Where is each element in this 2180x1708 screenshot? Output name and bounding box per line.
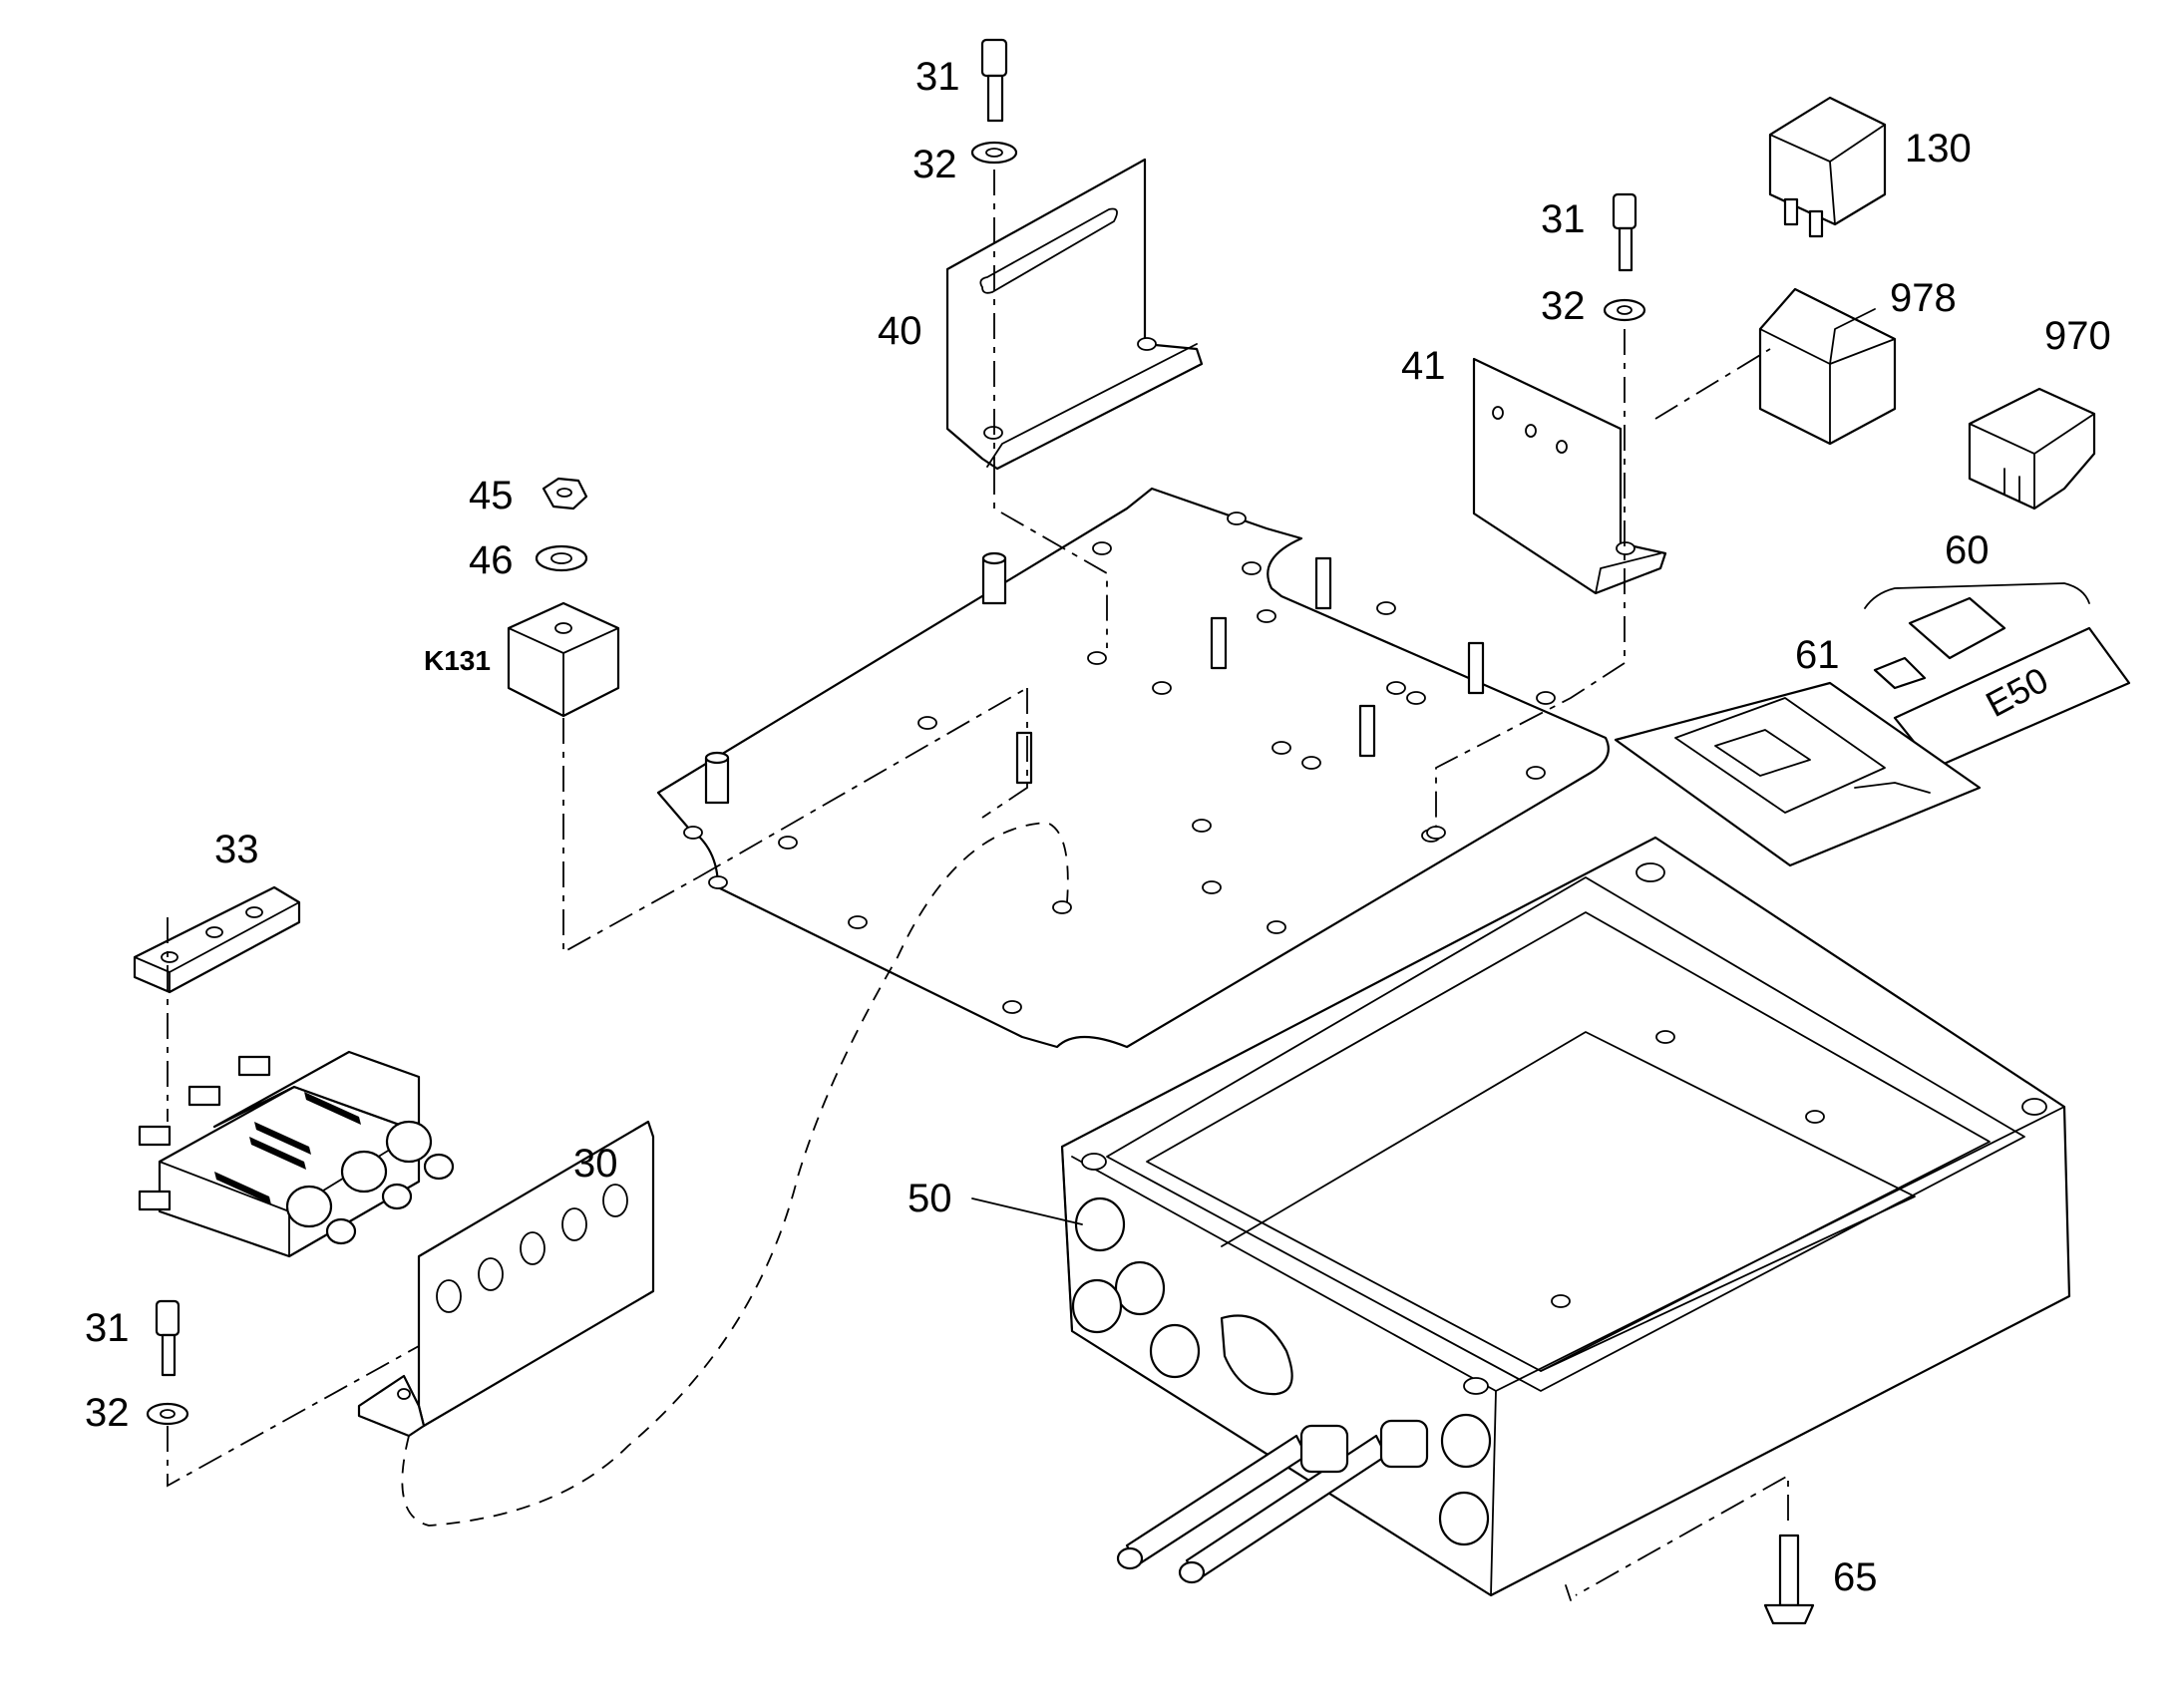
washer-32-right — [1603, 298, 1646, 322]
label-cover-970: 970 — [2044, 314, 2111, 358]
label-clamp-33: 33 — [214, 828, 259, 871]
enclosure-box — [1060, 836, 2071, 1597]
cover-970 — [1968, 387, 2096, 511]
screw-31-right — [1612, 192, 1637, 272]
bracket-40 — [945, 158, 1204, 471]
label-board-61: 61 — [1795, 633, 1840, 677]
board-61 — [1614, 681, 1982, 867]
washer-32-top — [970, 141, 1018, 165]
plate-studs — [704, 551, 1485, 805]
bracket-41 — [1472, 357, 1667, 595]
label-washer-32-top: 32 — [912, 143, 957, 186]
washer-32-left — [146, 1402, 189, 1426]
leader-plug-50 — [971, 1197, 1083, 1225]
label-socket-978: 978 — [1890, 276, 1957, 320]
relay-130 — [1768, 96, 1887, 238]
label-relay-130: 130 — [1905, 127, 1972, 171]
label-washer-46: 46 — [469, 538, 514, 582]
mounting-plate — [656, 487, 1610, 1049]
screw-31-top — [980, 38, 1008, 123]
label-screw-65: 65 — [1833, 1555, 1878, 1599]
washer-46 — [535, 544, 588, 572]
label-washer-32-right: 32 — [1541, 284, 1586, 328]
label-group-60: 60 — [1945, 528, 1990, 572]
socket-978 — [1758, 287, 1897, 446]
plate-holes — [683, 512, 1556, 1014]
label-nut-45: 45 — [469, 474, 514, 517]
nut-45 — [542, 477, 588, 511]
label-bracket-30: 30 — [573, 1142, 618, 1186]
label-plug-50: 50 — [908, 1177, 952, 1220]
circuit-breakers — [138, 1050, 455, 1258]
side-plugs — [1071, 1196, 1492, 1546]
clamp-33 — [133, 885, 301, 994]
label-screw-31-top: 31 — [915, 55, 960, 99]
cable-glands — [1116, 1419, 1429, 1584]
label-washer-32-left: 32 — [85, 1391, 130, 1435]
label-bracket-41: 41 — [1401, 344, 1446, 388]
assembly-lines — [167, 170, 1789, 1601]
callout-labels: 31 32 40 45 46 K131 31 32 41 130 978 970… — [85, 55, 2111, 1599]
label-bracket-40: 40 — [878, 309, 922, 353]
screw-31-left — [155, 1299, 181, 1377]
label-screw-31-left: 31 — [85, 1306, 130, 1350]
label-relay-k131: K131 — [424, 645, 491, 676]
label-screw-31-right: 31 — [1541, 197, 1586, 241]
bracket-30 — [357, 1120, 655, 1438]
screw-65 — [1763, 1534, 1815, 1625]
relay-k131 — [507, 601, 620, 718]
